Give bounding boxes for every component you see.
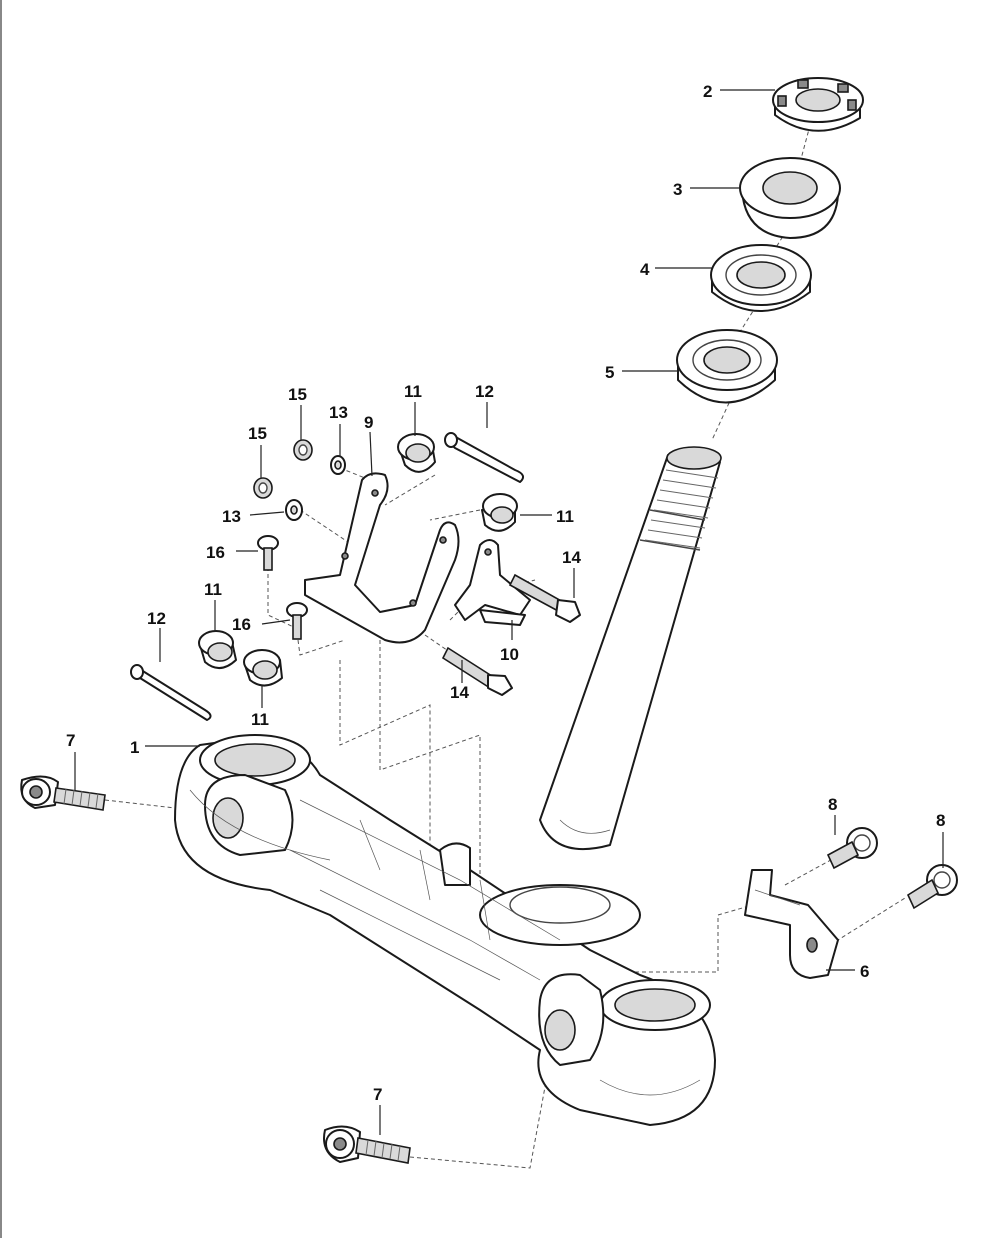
callout-13-left: 13 xyxy=(222,507,241,526)
callout-13-top: 13 xyxy=(329,403,348,422)
callout-14-bottom: 14 xyxy=(450,683,469,702)
part-16-screw-a xyxy=(257,535,279,571)
part-5-lower-bearing xyxy=(676,329,778,404)
part-7-cap-screw-b xyxy=(323,1125,411,1164)
callout-16-lower: 16 xyxy=(232,615,251,634)
callout-labels: 2 3 4 5 1 7 7 8 8 6 9 10 11 11 11 11 12 … xyxy=(66,82,945,1104)
part-4-upper-bearing xyxy=(710,244,812,312)
callout-7-lower: 7 xyxy=(373,1085,382,1104)
callout-11-left: 11 xyxy=(204,580,222,599)
part-11-bushing-a xyxy=(397,433,436,473)
part-11-bushing-d xyxy=(243,649,283,687)
part-12-pin-a xyxy=(444,432,525,483)
part-13-washer-b xyxy=(285,499,303,521)
part-9-bracket xyxy=(304,472,460,644)
callout-2: 2 xyxy=(703,82,712,101)
part-14-bolt-b xyxy=(441,646,513,696)
part-13-washer-a xyxy=(330,455,346,475)
part-14-bolt-a xyxy=(508,573,581,623)
part-2-slotted-nut xyxy=(772,77,864,132)
part-12-pin-b xyxy=(130,664,212,721)
callout-10: 10 xyxy=(500,645,519,664)
callout-1: 1 xyxy=(130,738,139,757)
callout-6: 6 xyxy=(860,962,869,981)
callout-8-left: 8 xyxy=(828,795,837,814)
part-6-cable-guide xyxy=(744,869,839,979)
part-15-nut-b xyxy=(253,477,273,499)
callout-5: 5 xyxy=(605,363,614,382)
callout-11-bottom: 11 xyxy=(251,710,269,729)
part-1-steering-stem-triple-clamp xyxy=(174,446,722,1126)
callout-11-right: 11 xyxy=(556,507,574,526)
part-11-bushing-c xyxy=(198,630,237,669)
callout-3: 3 xyxy=(673,180,682,199)
part-7-cap-screw-a xyxy=(20,775,106,811)
callout-8-right: 8 xyxy=(936,811,945,830)
page-border xyxy=(0,0,2,1238)
callout-11-top: 11 xyxy=(404,382,422,401)
callout-14-right: 14 xyxy=(562,548,581,567)
part-15-nut-a xyxy=(293,439,313,461)
callout-9: 9 xyxy=(364,413,373,432)
callout-16-upper: 16 xyxy=(206,543,225,562)
callout-7-upper: 7 xyxy=(66,731,75,750)
leader-lines xyxy=(74,89,944,1135)
part-3-dust-cover xyxy=(739,157,841,239)
part-16-screw-b xyxy=(286,602,308,640)
callout-12-top: 12 xyxy=(475,382,494,401)
callout-12-left: 12 xyxy=(147,609,166,628)
part-8-bolt-b xyxy=(906,864,958,910)
callout-15-top: 15 xyxy=(288,385,307,404)
callout-15-left: 15 xyxy=(248,424,267,443)
part-8-bolt-a xyxy=(826,827,878,870)
part-11-bushing-b xyxy=(481,493,518,532)
part-10-clip xyxy=(454,539,531,626)
callout-4: 4 xyxy=(640,260,650,279)
